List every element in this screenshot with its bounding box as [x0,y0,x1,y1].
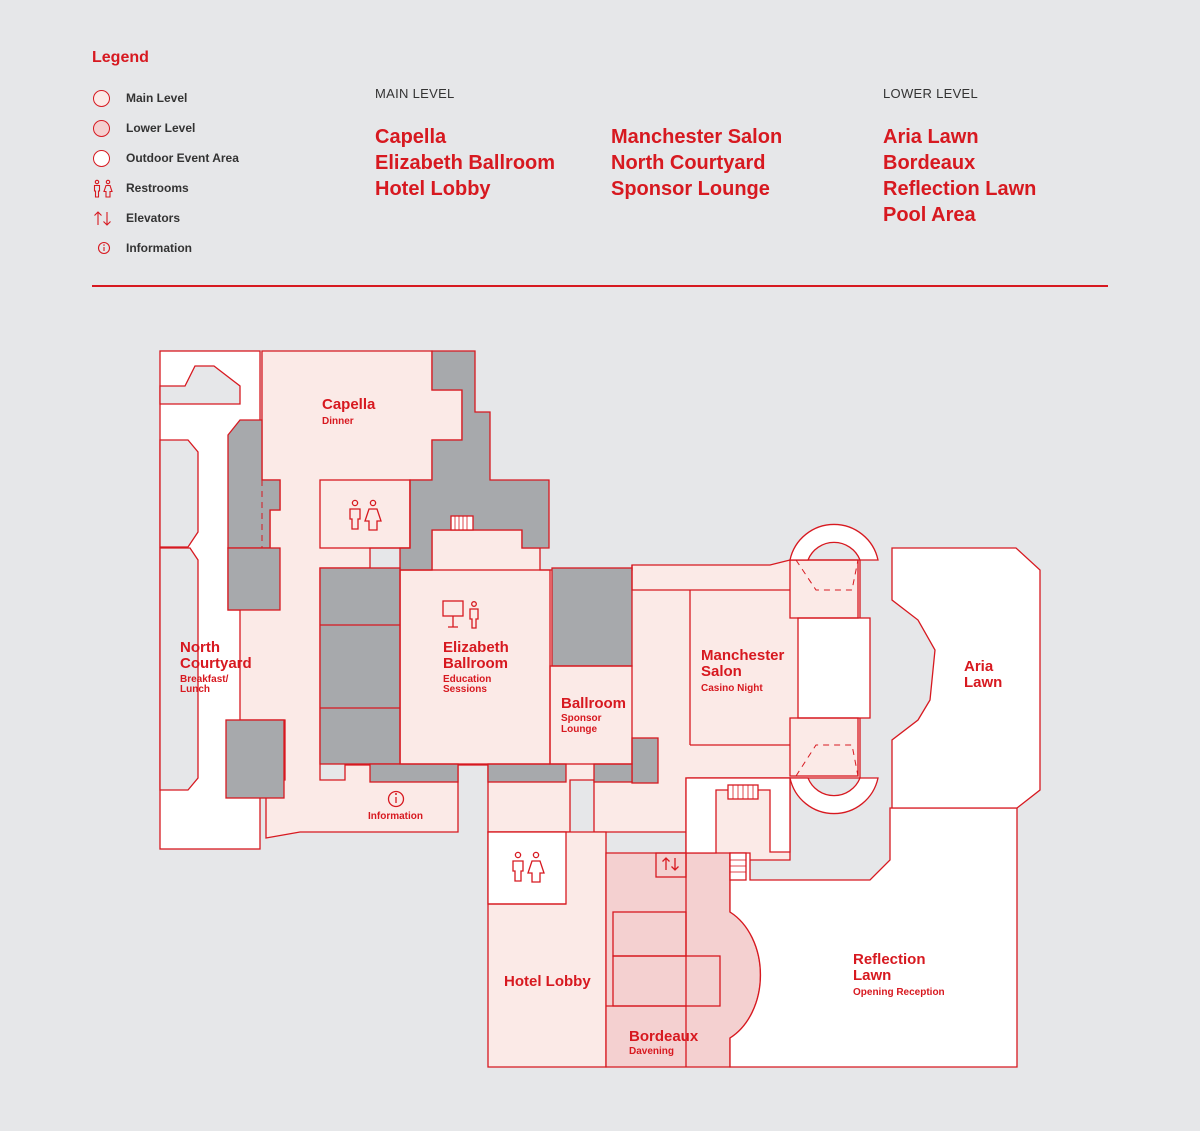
legend-item-information: Information [92,238,312,268]
courtyard-planters [159,365,241,791]
legend-title: Legend [92,49,149,66]
room-elizabeth-event-2: Sessions [443,684,487,695]
main-level-swatch [92,89,112,109]
interior-walls [319,479,859,1067]
legend-label: Restrooms [126,181,189,195]
main-level-venues-col1: Capella Elizabeth Ballroom Hotel Lobby [375,124,555,202]
stairs [450,515,879,881]
info-icon [92,239,112,259]
room-capella-event: Dinner [322,416,354,427]
elevator-icon [662,857,679,871]
venue-aria-lawn: Aria Lawn [883,126,979,148]
venue-capella: Capella [375,126,447,148]
room-reflection-name-1: Reflection [853,951,926,968]
room-bordeaux-name: Bordeaux [629,1028,699,1045]
room-north-courtyard-event-1: Breakfast/ [180,674,229,685]
divider [92,285,1108,287]
legend-item-elevators: Elevators [92,208,312,238]
dashed-boundaries [261,480,859,777]
room-information-label: Information [368,811,423,822]
outdoor-swatch [92,149,112,169]
legend-list: Main Level Lower Level Outdoor Event Are… [92,88,312,268]
room-reflection-name-2: Lawn [853,967,892,984]
room-manchester-event: Casino Night [701,683,763,694]
main-level-heading: MAIN LEVEL [375,86,455,101]
room-capella-name: Capella [322,396,376,413]
lower-level-venues: Aria Lawn Bordeaux Reflection Lawn Pool … [883,124,1036,228]
lower-level-heading: LOWER LEVEL [883,86,979,101]
room-aria-name-1: Aria [964,658,994,675]
room-ballroom-name: Ballroom [561,695,627,712]
lower-level-swatch [92,119,112,139]
venue-manchester-salon: Manchester Salon [611,126,783,148]
room-reflection-event: Opening Reception [853,987,945,998]
venue-hotel-lobby: Hotel Lobby [375,178,491,200]
room-bordeaux-event: Davening [629,1046,675,1057]
legend-item-lower-level: Lower Level [92,118,312,148]
restroom-icon [349,499,382,531]
room-elizabeth-event-1: Education [443,674,492,685]
legend-label: Lower Level [126,121,196,135]
elevator-icon [92,209,112,229]
legend-item-main-level: Main Level [92,88,312,118]
room-ballroom-event-1: Sponsor [561,713,602,724]
room-ballroom-event-2: Lounge [561,724,598,735]
room-elizabeth-name-1: Elizabeth [443,639,509,656]
legend-label: Information [126,241,192,255]
room-aria-name-2: Lawn [964,674,1003,691]
legend-label: Main Level [126,91,188,105]
presentation-icon [442,600,479,629]
legend-item-outdoor: Outdoor Event Area [92,148,312,178]
legend-label: Elevators [126,211,181,225]
venue-reflection-lawn: Reflection Lawn [883,178,1037,200]
info-icon-dot [395,793,397,795]
room-north-courtyard-name-1: North [180,639,220,656]
venue-elizabeth-ballroom: Elizabeth Ballroom [375,152,556,174]
restroom-icon [512,851,545,883]
room-north-courtyard-event-2: Lunch [180,684,210,695]
room-hotel-lobby-name: Hotel Lobby [504,973,591,990]
room-elizabeth-name-2: Ballroom [443,655,509,672]
legend-label: Outdoor Event Area [126,151,239,165]
info-icon [387,790,405,808]
room-manchester-name-1: Manchester [701,647,785,664]
legend-item-restrooms: Restrooms [92,178,312,208]
main-level-venues-col2: Manchester Salon North Courtyard Sponsor… [611,124,782,202]
room-manchester-name-2: Salon [701,663,742,680]
venue-bordeaux: Bordeaux [883,152,976,174]
outdoor-areas [487,547,1041,1068]
restroom-icon [92,179,113,199]
venue-north-courtyard: North Courtyard [611,152,766,174]
venue-sponsor-lounge: Sponsor Lounge [611,178,770,200]
stair-treads [454,516,754,873]
venue-pool-area: Pool Area [883,204,976,226]
room-north-courtyard-name-2: Courtyard [180,655,252,672]
